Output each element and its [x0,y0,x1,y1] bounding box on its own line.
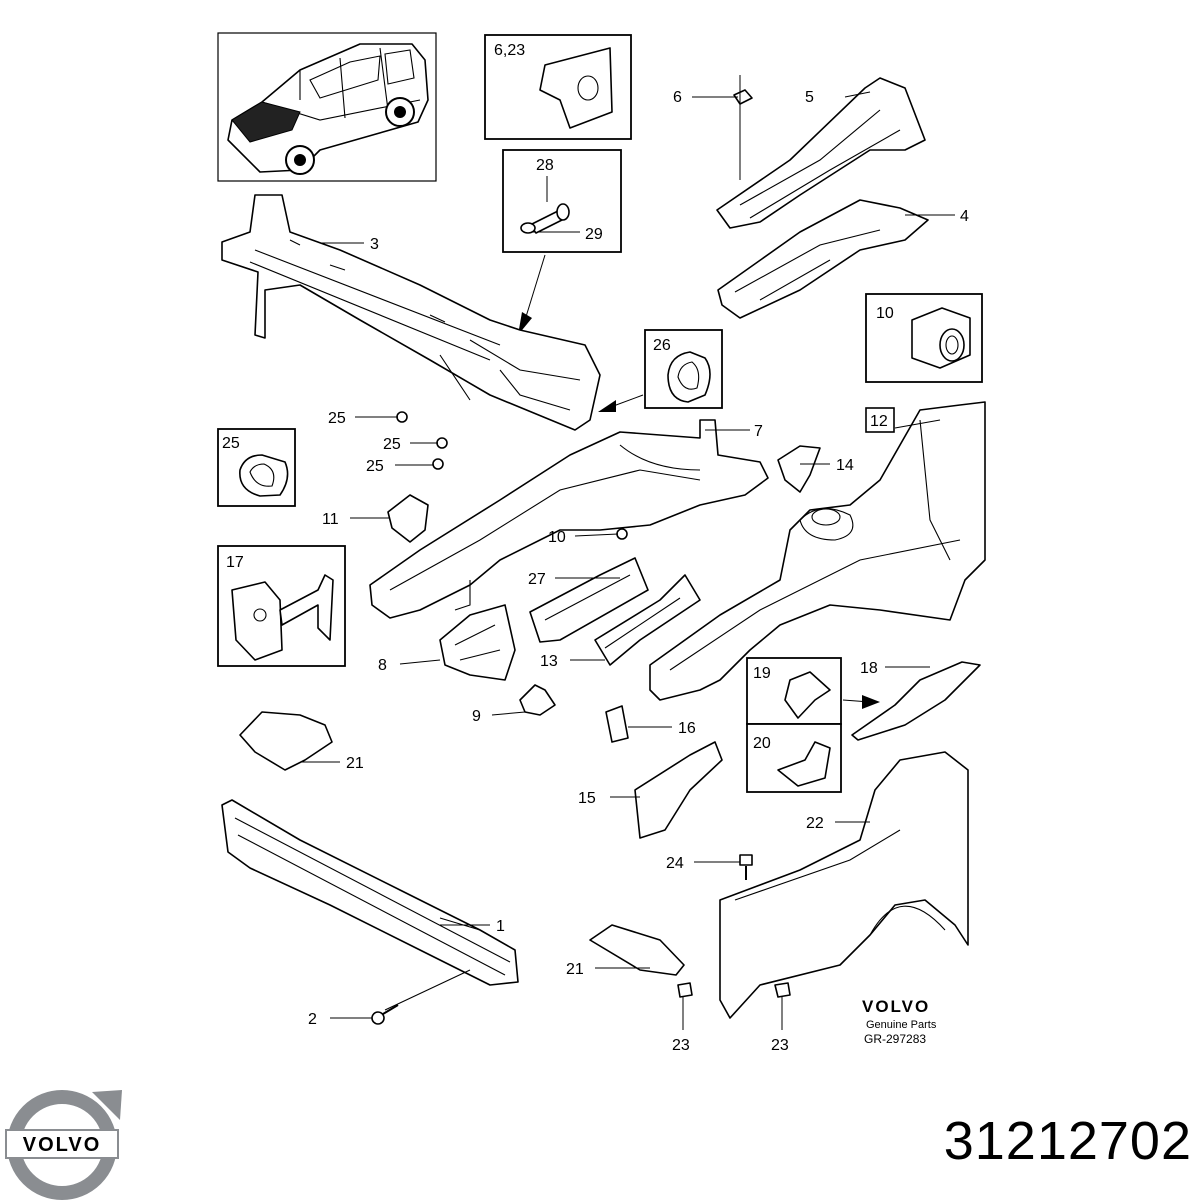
callout-9: 9 [472,708,481,725]
part-3-upper-crossmember [221,194,601,431]
callout-11: 11 [322,511,339,528]
box-label-29: 29 [585,226,603,243]
vehicle-overview-box [217,32,437,182]
callout-18: 18 [860,660,878,677]
callout-3: 3 [370,236,379,253]
callout-27: 27 [528,571,546,588]
callout-16: 16 [678,720,696,737]
callout-2: 2 [308,1011,317,1028]
box-label-25: 25 [222,435,240,452]
callout-1: 1 [496,918,505,935]
part-12-right-longitudinal [649,401,986,701]
volvo-logo-text: VOLVO [23,1134,102,1156]
callout-13: 13 [540,653,558,670]
part-18-panel [851,661,981,741]
part-22-fender [719,751,969,1019]
detail-box-17: 17 [217,545,346,667]
callout-21-a: 21 [346,755,364,772]
part-23-24-fasteners [677,854,791,998]
callout-14: 14 [836,457,854,474]
callout-6: 6 [673,89,682,106]
part-2-bolt [371,1004,399,1025]
callout-25-c: 25 [366,458,384,475]
box-label-20: 20 [753,735,771,752]
part-15-brace [634,741,723,839]
part-13-27-reinforcements [529,557,701,666]
part-8-bracket [439,604,516,681]
callout-8: 8 [378,657,387,674]
callout-25-a: 25 [328,410,346,427]
box-label-28: 28 [536,157,554,174]
box-label-26: 26 [653,337,671,354]
vehicle-silhouette [227,43,429,175]
part-14-bracket [777,445,821,493]
credit-brand: VOLVO [862,997,930,1016]
detail-box-25: 25 [217,428,296,507]
callout-12: 12 [870,413,888,430]
box-label-6-23: 6,23 [494,42,525,59]
callout-5: 5 [805,89,814,106]
callout-23-a: 23 [672,1037,690,1054]
volvo-logo: VOLVO [5,1090,122,1200]
callout-15: 15 [578,790,596,807]
detail-box-28-29: 28 29 [502,149,622,335]
box-label-10: 10 [876,305,894,322]
detail-box-10: 10 [865,293,983,383]
callout-24: 24 [666,855,684,872]
callout-4: 4 [960,208,969,225]
callout-7: 7 [754,423,763,440]
part-4-5-rails [716,77,929,319]
part-number: 31212702 [943,1111,1192,1171]
callout-25-b: 25 [383,436,401,453]
part-9-bracket [519,684,556,716]
genuine-parts-credit: VOLVO Genuine Parts GR-297283 [862,997,937,1046]
part-7-left-longitudinal [369,419,769,619]
credit-subtitle: Genuine Parts [866,1019,937,1031]
callout-23-b: 23 [771,1037,789,1054]
detail-box-12-label [865,407,895,433]
callout-22: 22 [806,815,824,832]
detail-box-26: 26 [598,329,723,412]
callout-21-b: 21 [566,961,584,978]
part-16-plate [605,705,629,743]
leader-lines [300,91,955,1030]
detail-box-19-20: 19 20 [746,657,880,793]
box-label-17: 17 [226,554,244,571]
credit-reference: GR-297283 [864,1032,926,1046]
part-11-bracket [387,494,429,543]
callout-10: 10 [548,529,566,546]
callout-numbers: 3 4 5 6 7 12 25 25 25 11 10 14 27 8 13 9… [308,89,969,1054]
part-21-brackets [239,711,685,976]
detail-box-6-23: 6,23 [484,34,632,140]
box-label-19: 19 [753,665,771,682]
part-1-bumper-beam [221,799,519,986]
